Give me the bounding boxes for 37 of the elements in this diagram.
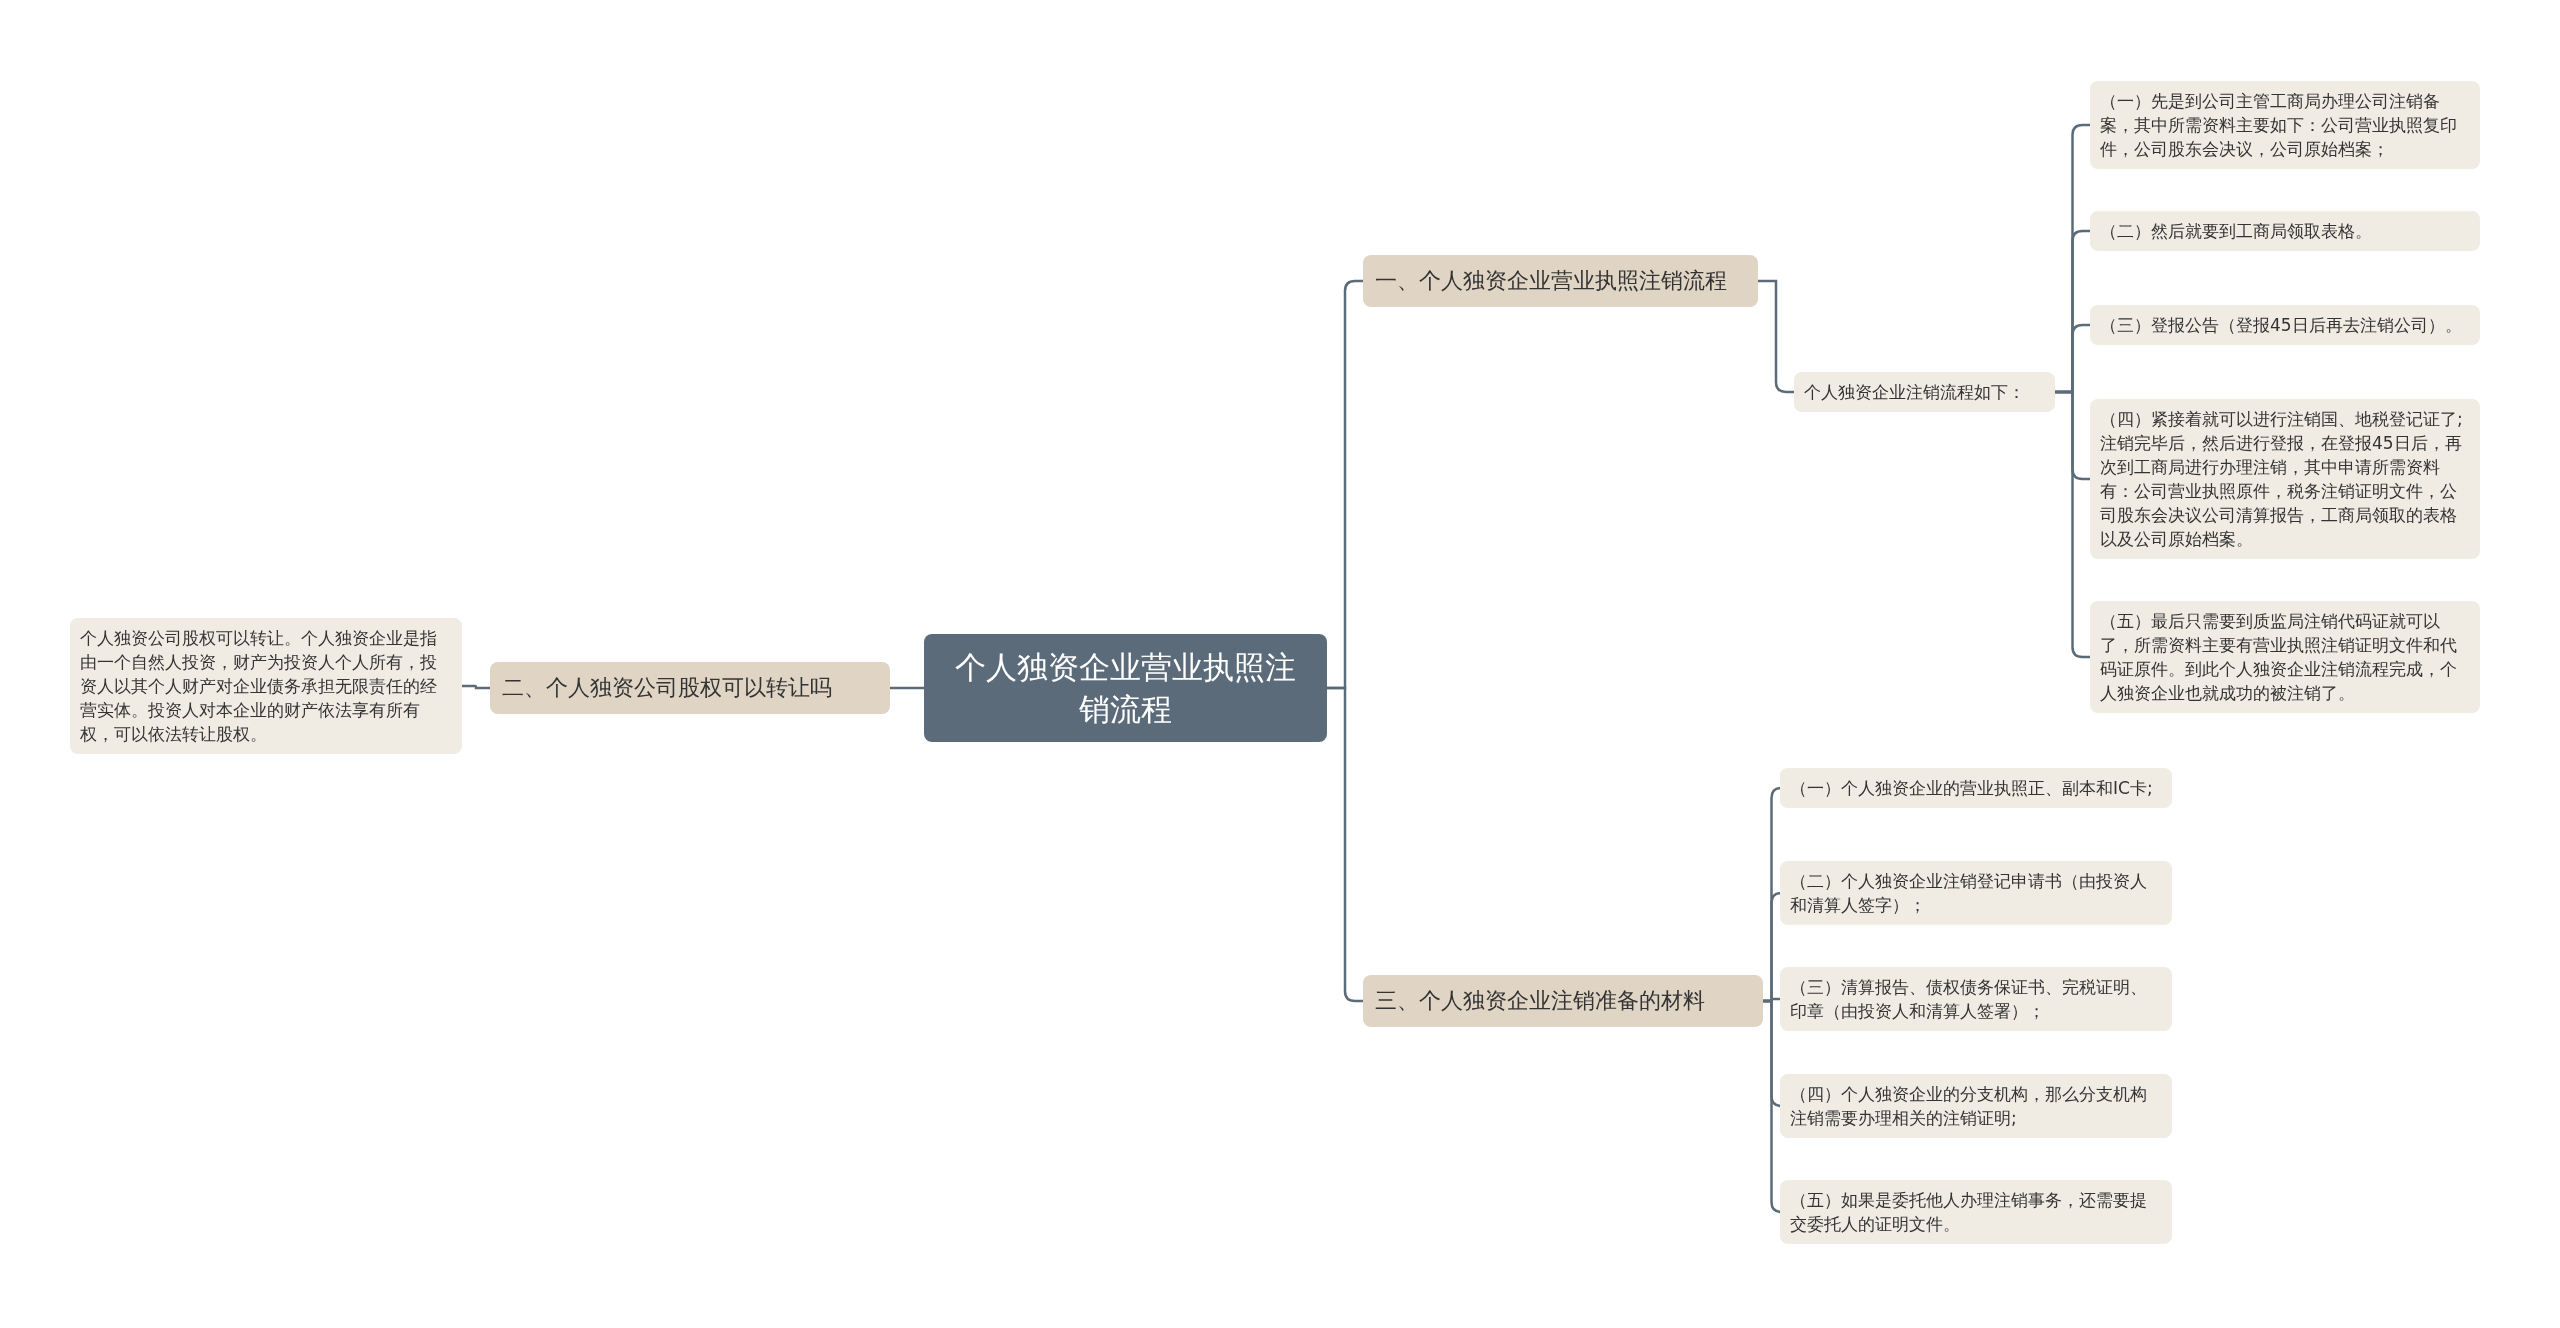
topic-text: （五）最后只需要到质监局注销代码证就可以了，所需资料主要有营业执照注销证明文件和代码证原件。到此个人独资企业注销流程完成，个人独资企业也就成功的被注销了。 xyxy=(2100,610,2458,705)
topic-text: 个人独资企业营业执照注销流程 xyxy=(954,648,1297,729)
subtopic-box xyxy=(1780,768,2172,808)
topic-text: （一）先是到公司主管工商局办理公司注销备案，其中所需资料主要如下：公司营业执照复印件，公司股东会决议，公司原始档案； xyxy=(2100,90,2458,161)
topic-text: （四）个人独资企业的分支机构，那么分支机构注销需要办理相关的注销证明; xyxy=(1790,1083,2148,1130)
topic-text: 三、个人独资企业注销准备的材料 xyxy=(1375,987,1706,1015)
connector-line xyxy=(2055,390,2090,659)
subtopic-box xyxy=(2090,305,2480,345)
topic-text: （三）清算报告、债权债务保证书、完税证明、印章（由投资人和清算人签署）； xyxy=(1790,976,2148,1023)
connector-line xyxy=(890,686,924,690)
subtopic-box xyxy=(2090,211,2480,251)
subtopic-box xyxy=(2090,601,2480,713)
subtopic-box xyxy=(1780,967,2172,1031)
topic-text: 一、个人独资企业营业执照注销流程 xyxy=(1375,267,1728,295)
topic-text: （三）登报公告（登报45日后再去注销公司）。 xyxy=(2100,314,2463,337)
topic-text: （五）如果是委托他人办理注销事务，还需要提交委托人的证明文件。 xyxy=(1790,1189,2148,1236)
subtopic-box xyxy=(2090,399,2480,559)
topic-text: 个人独资公司股权可以转让。个人独资企业是指由一个自然人投资，财产为投资人个人所有，投资人以其个人财产对企业债务承担无限责任的经营实体。投资人对本企业的财产依法享有所有权，可以依法转让股权。 xyxy=(80,627,438,746)
connector-line xyxy=(462,684,490,690)
connector-line xyxy=(1327,686,1363,1003)
topic-text: （四）紧接着就可以进行注销国、地税登记证了;注销完毕后，然后进行登报，在登报45日后，再次到工商局进行办理注销，其中申请所需资料有：公司营业执照原件，税务注销证明文件，公司股东会决议公司清算报告，工商局领取的表格以及公司原始档案。 xyxy=(2100,408,2464,551)
connector-line xyxy=(1758,279,1794,394)
topic-box xyxy=(490,662,890,714)
central-topic-box xyxy=(924,634,1327,742)
topic-text: （二）个人独资企业注销登记申请书（由投资人和清算人签字）； xyxy=(1790,870,2148,917)
topic-box xyxy=(1363,975,1763,1027)
subtopic-box xyxy=(70,618,462,754)
topic-text: 二、个人独资公司股权可以转让吗 xyxy=(502,674,833,702)
topic-box xyxy=(1363,255,1758,307)
subtopic-box xyxy=(1794,372,2055,412)
topic-text: （一）个人独资企业的营业执照正、副本和IC卡; xyxy=(1790,777,2154,800)
topic-text: （二）然后就要到工商局领取表格。 xyxy=(2100,220,2373,243)
subtopic-box xyxy=(1780,1074,2172,1138)
topic-text: 个人独资企业注销流程如下： xyxy=(1804,381,2026,404)
subtopic-box xyxy=(1780,861,2172,925)
subtopic-box xyxy=(1780,1180,2172,1244)
subtopic-box xyxy=(2090,81,2480,169)
